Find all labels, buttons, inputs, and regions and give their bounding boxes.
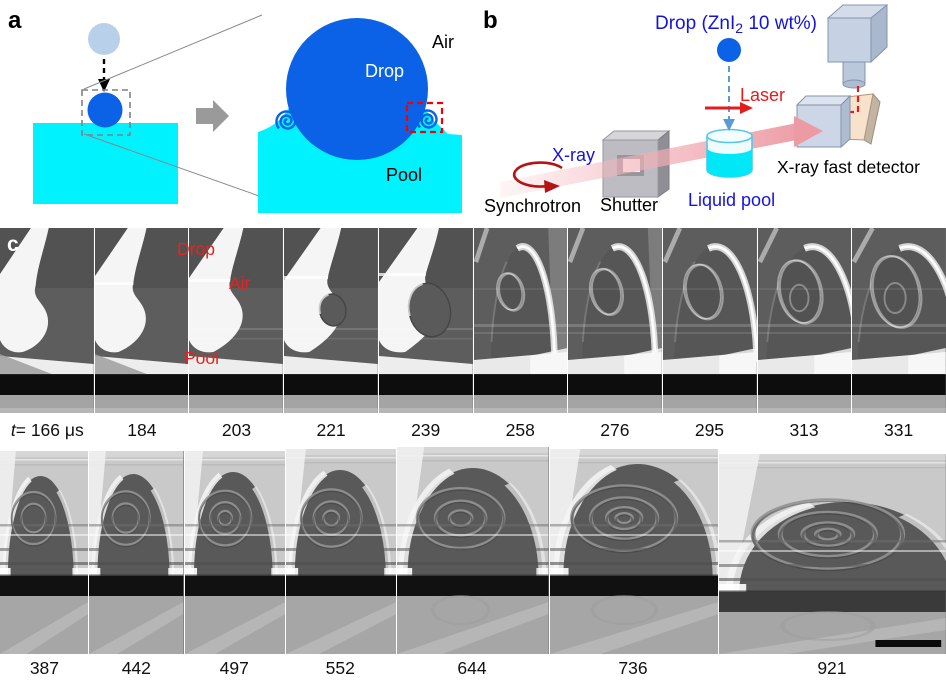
row2-times: 387 442 497 552 644 736 921 [0,654,946,682]
red-zoom-box [405,101,444,134]
row1-frames [0,228,946,413]
panel-c-label: c [7,233,19,256]
panel-a-schematic: a Air Drop Pool [8,7,462,213]
air-spiral-right [416,109,438,129]
timestamp-label: 921 [817,657,847,678]
drop-label: Drop [365,61,404,81]
pool-rim [706,128,753,144]
timestamp-label: 313 [789,419,819,440]
drop-arrowhead-icon [723,119,735,131]
shutter-label: Shutter [600,195,658,215]
time-variable: t [10,419,16,440]
synchrotron-label: Synchrotron [484,196,581,216]
xray-frame-row1 [757,228,852,413]
timestamp-label: 184 [127,419,157,440]
xray-frame-row1 [94,228,189,413]
xray-frame-row2 [89,451,184,654]
timestamp-label: t = 166 μs [0,413,95,447]
overlay-pool-label: Pool [184,348,220,368]
drop-zoomed [286,18,428,160]
timestamp-label: 239 [411,419,441,440]
xray-label: X-ray [552,145,595,165]
synchrotron-arrowhead-icon [544,180,560,193]
timestamp-label: 331 [884,419,914,440]
laser-arrowhead-icon [740,102,753,114]
timestamp-label: 276 [600,419,630,440]
xray-frame-row1 [189,228,284,413]
camera-body [827,17,872,63]
detector-label: X-ray fast detector [777,157,920,177]
timestamp-label: 258 [505,419,535,440]
xray-frame-row1 [473,228,568,413]
drop-znl2-label: Drop (ZnI2 10 wt%) [655,13,817,36]
timestamp-label: 203 [221,419,252,440]
pool-liquid [707,148,752,177]
zoom-region-box [81,89,131,136]
timestamp-label: 221 [316,419,346,440]
xray-frame-row1 [284,228,378,413]
panel-a-label: a [8,7,22,34]
xray-frame-row1 [662,228,757,413]
xray-frame-row2 [184,451,285,654]
xray-frame-row2 [549,449,719,654]
panel-b-setup: b [483,3,920,216]
connector-line-top [83,14,263,90]
drop-b [717,38,741,62]
time-value: = 166 μs [15,419,84,440]
timestamp-label: 497 [219,657,249,678]
xray-beam-arrowhead-icon [794,116,823,147]
timestamp-label: 736 [618,657,648,678]
xray-frame-row2 [285,449,397,654]
xray-frame-row2 [397,447,549,654]
pool-small [33,123,178,204]
impact-drop [87,92,123,128]
xray-frame-row2 [719,454,946,654]
synchrotron-loop-icon [512,161,563,188]
timestamp-label: 442 [121,657,151,678]
xray-frame-row1 [568,228,662,413]
xray-frame-row1 [378,228,473,413]
liquid-pool-label: Liquid pool [688,190,775,210]
row1-times: t = 166 μs 184 203 221 239 258 276 295 313 331 [0,413,946,447]
overlay-drop-label: Drop [177,239,215,259]
timestamp-label: 295 [694,419,725,440]
timestamp-label: 644 [457,657,487,678]
pool-label: Pool [386,165,422,185]
camera-lens-bottom [842,79,866,89]
xray-frame-row1 [852,228,946,413]
xray-frame-row2 [0,451,89,654]
xray-frame-row1 [0,228,94,413]
row2-frames [0,447,946,654]
scale-bar [875,640,942,647]
panel-b-label: b [483,7,498,34]
timestamp-label: 387 [29,657,60,678]
timestamp-label: 552 [325,657,355,678]
overlay-air-label: Air [229,273,251,293]
laser-label: Laser [740,85,785,105]
connector-line-bottom [83,133,263,198]
detector-side [840,94,851,149]
falling-drop [88,23,120,55]
arrow-right-icon [196,100,229,132]
air-label: Air [432,32,454,52]
air-spiral-left [275,110,297,130]
